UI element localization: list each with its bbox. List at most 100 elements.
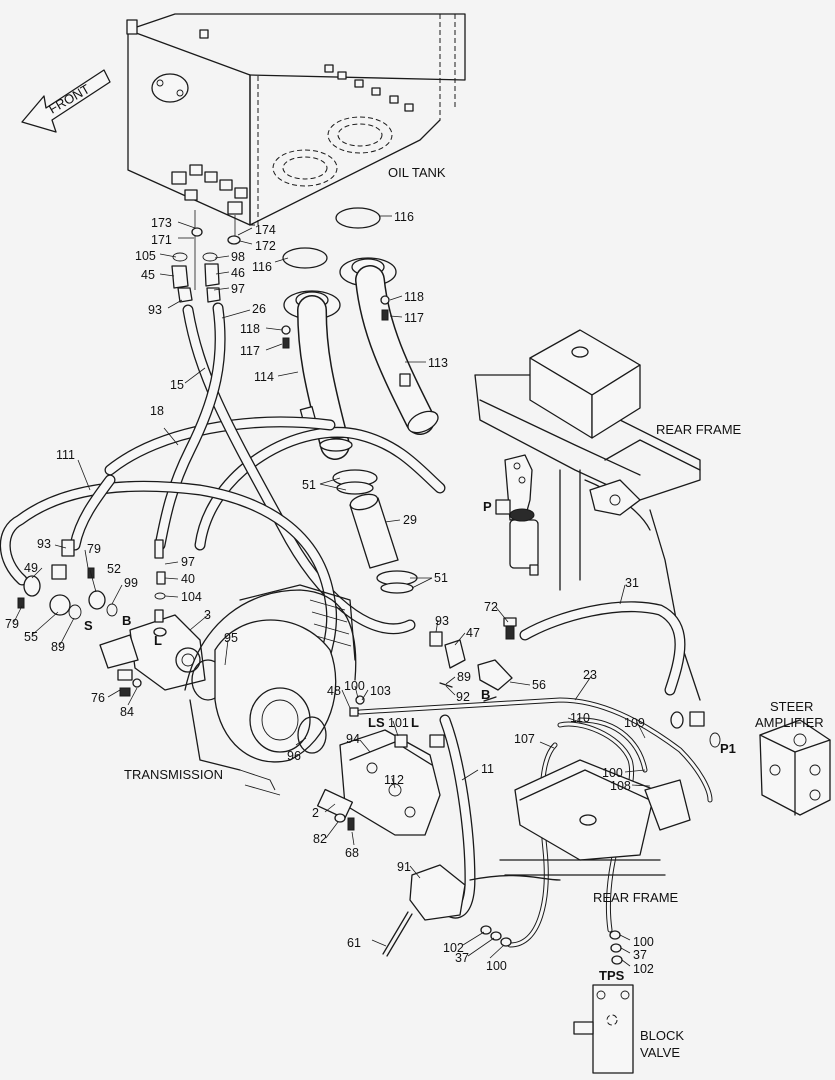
block-valve-label-2: VALVE: [640, 1045, 680, 1060]
rear-frame-top: [474, 329, 701, 701]
suction-pipe-113: [335, 207, 439, 435]
fittings-47-56: [429, 617, 517, 702]
callout-31: 31: [625, 576, 639, 590]
block-valve-label-1: BLOCK: [640, 1028, 684, 1043]
leader-lines: [13, 215, 651, 967]
tank-bolts-top: [324, 64, 414, 112]
callout-11: 11: [481, 762, 494, 776]
callout-51-bottom: 51: [434, 571, 448, 585]
callout-55: 55: [24, 630, 38, 644]
callout-98: 98: [231, 250, 245, 264]
callout-91: 91: [397, 860, 411, 874]
callout-114: 114: [254, 370, 274, 384]
callout-113: 113: [428, 356, 448, 370]
callout-45: 45: [141, 268, 155, 282]
small-fittings-102-37-100: [480, 925, 623, 965]
callout-105: 105: [135, 249, 156, 263]
callout-97-mid: 97: [181, 555, 195, 569]
callout-100-bottom: 100: [486, 959, 507, 973]
callout-2: 2: [312, 806, 319, 820]
callout-100-valve: 100: [344, 679, 365, 693]
steer-amplifier-label-2: AMPLIFIER: [755, 715, 824, 730]
transmission-label: TRANSMISSION: [124, 767, 223, 782]
callout-94: 94: [346, 732, 360, 746]
callout-117-right: 117: [404, 311, 424, 325]
callout-89-right: 89: [457, 670, 471, 684]
callout-101: 101: [388, 716, 409, 730]
callout-99: 99: [124, 576, 138, 590]
port-l-valve: L: [411, 715, 419, 730]
callout-82: 82: [313, 832, 327, 846]
callout-95: 95: [224, 631, 238, 645]
tank-bolts-bottom: [171, 164, 248, 215]
callout-116-left: 116: [252, 260, 272, 274]
priority-valve: [316, 695, 445, 836]
callout-173: 173: [151, 216, 172, 230]
rear-frame-bottom: [469, 759, 691, 881]
port-p-filter: P: [483, 499, 492, 514]
callout-97-top: 97: [231, 282, 245, 296]
callout-52: 52: [107, 562, 121, 576]
callout-100-right: 100: [602, 766, 623, 780]
callout-37-block: 37: [633, 948, 647, 962]
steer-amplifier: [670, 711, 831, 816]
callout-112: 112: [384, 773, 404, 787]
port-ls-valve: LS: [368, 715, 385, 730]
callout-111: 111: [56, 448, 75, 462]
transmission: [184, 584, 357, 796]
pressure-filter: [495, 454, 539, 576]
callout-117-left: 117: [240, 344, 260, 358]
rear-frame-top-label: REAR FRAME: [656, 422, 742, 437]
callout-18: 18: [150, 404, 164, 418]
block-91: [382, 864, 466, 957]
callout-92: 92: [456, 690, 470, 704]
callout-15: 15: [170, 378, 184, 392]
callout-118-right: 118: [404, 290, 424, 304]
hose-26: [154, 302, 226, 551]
pump-assembly: [99, 609, 225, 701]
tube-23: [357, 697, 713, 803]
callout-89-left: 89: [51, 640, 65, 654]
port-b-pump: B: [122, 613, 131, 628]
callout-37-bottom: 37: [455, 951, 469, 965]
callout-49: 49: [24, 561, 38, 575]
callout-47: 47: [466, 626, 480, 640]
callout-26: 26: [252, 302, 266, 316]
tube-110-107: [507, 717, 648, 948]
callout-29: 29: [403, 513, 417, 527]
oil-tank-label: OIL TANK: [388, 165, 446, 180]
hose-31: [519, 601, 686, 696]
callout-79-top: 79: [87, 542, 101, 556]
callout-174: 174: [255, 223, 276, 237]
port-l-pump: L: [154, 633, 162, 648]
callout-72: 72: [484, 600, 498, 614]
callout-56: 56: [532, 678, 546, 692]
port-tps-block: TPS: [599, 968, 625, 983]
callout-93-top: 93: [148, 303, 162, 317]
port-b-fitting: B: [481, 687, 490, 702]
callout-93-left: 93: [37, 537, 51, 551]
callout-68: 68: [345, 846, 359, 860]
callout-107: 107: [514, 732, 535, 746]
block-valve: [573, 984, 634, 1074]
bolts-117-118: [281, 295, 390, 349]
rear-frame-bottom-label: REAR FRAME: [593, 890, 679, 905]
callout-79-bottom: 79: [5, 617, 19, 631]
tank-outlet-fittings: [171, 210, 241, 303]
oil-tank: [126, 13, 466, 226]
callout-93-right: 93: [435, 614, 449, 628]
port-s-pump: S: [84, 618, 93, 633]
callout-103: 103: [370, 684, 391, 698]
hose-15: [182, 304, 416, 635]
callout-51-top: 51: [302, 478, 316, 492]
callout-109: 109: [624, 716, 645, 730]
callout-172: 172: [255, 239, 276, 253]
filter-element-29: [349, 493, 399, 569]
callout-102-block: 102: [633, 962, 654, 976]
callout-numbers: 173 174 171 172 105 98 45 46 97 93 26 11…: [5, 210, 654, 976]
callout-40: 40: [181, 572, 195, 586]
callout-116-right: 116: [394, 210, 414, 224]
callout-3: 3: [204, 608, 211, 622]
callout-61: 61: [347, 936, 361, 950]
